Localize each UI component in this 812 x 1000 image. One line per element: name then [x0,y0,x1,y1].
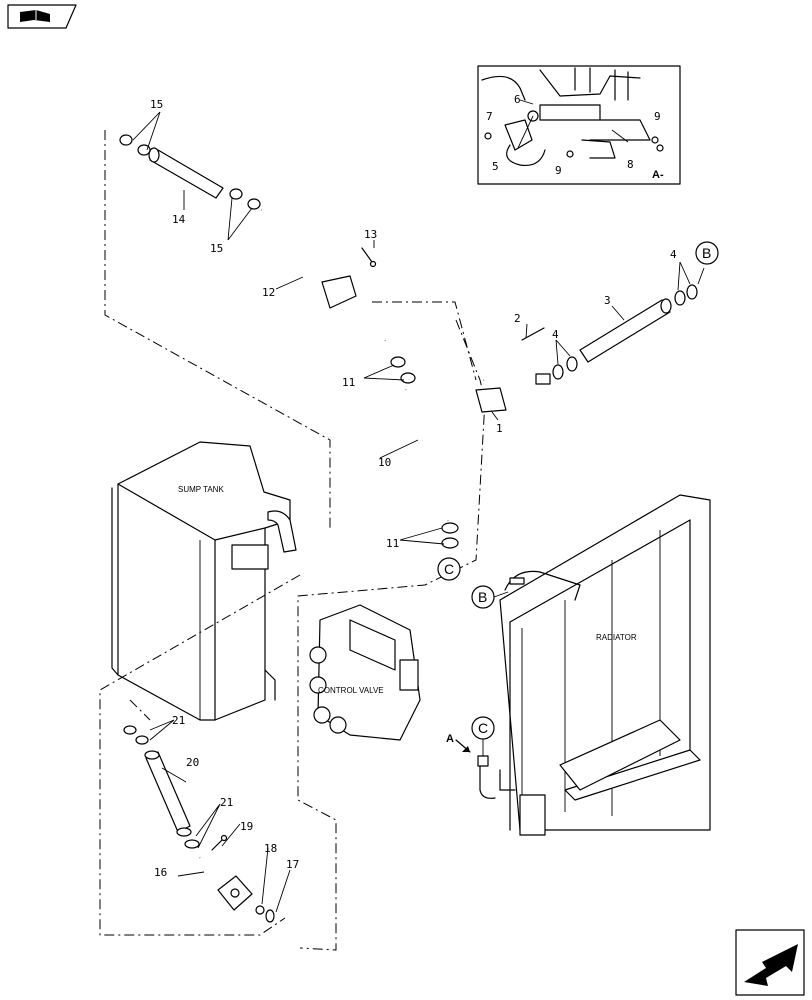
next-arrow-icon[interactable] [735,929,805,996]
part-number-1: 1 [496,422,503,435]
part-number-12: 12 [262,286,275,299]
hose-10[interactable] [402,387,453,521]
part-number-20: 20 [186,756,199,769]
part-number-5: 5 [492,160,499,173]
part-number-11-lower: 11 [386,537,399,550]
sump-tank [111,441,297,721]
part-number-2: 2 [514,312,521,325]
connector-c-hose-label: C [444,561,454,577]
detail-view-a [477,65,681,185]
arrow-a-label: A [446,733,454,745]
sump-tank-label: SUMP TANK [178,485,224,494]
clamps-21-lower[interactable] [176,827,200,849]
book-icon[interactable] [7,4,77,29]
connector-c-hose: C [437,557,461,581]
bolt-19[interactable] [211,834,228,851]
part-number-13: 13 [364,228,377,241]
part-number-6: 6 [514,93,521,106]
part-number-14: 14 [172,213,186,226]
pipe-fitting-16[interactable] [198,857,253,911]
view-a-label: A- [652,169,664,181]
clamps-11-upper[interactable] [390,356,416,384]
connector-c-radiator-label: C [478,720,488,736]
hose-20[interactable] [144,750,191,833]
part-number-15-top: 15 [150,98,163,111]
pipe-12[interactable] [261,207,387,341]
clamps-11-lower[interactable] [441,522,459,549]
part-number-16: 16 [154,866,167,879]
connector-b-radiator-label: B [478,589,487,605]
part-number-7: 7 [486,110,493,123]
part-number-18: 18 [264,842,277,855]
seal-18[interactable] [255,905,265,915]
connector-b-radiator: B [471,585,509,609]
part-number-19: 19 [240,820,253,833]
hose-14[interactable] [148,147,224,199]
bolt-13[interactable] [361,247,377,268]
part-number-15-mid: 15 [210,242,223,255]
part-number-3: 3 [604,294,611,307]
connector-b-top: B [695,241,719,265]
clamps-4-upper[interactable] [674,284,698,306]
part-number-9-inset-right: 9 [654,110,661,123]
control-valve [309,604,421,741]
part-number-21-upper: 21 [172,714,185,727]
part-number-8: 8 [627,158,634,171]
part-number-10: 10 [378,456,391,469]
part-number-17: 17 [286,858,299,871]
connector-c-radiator: C [471,716,495,756]
control-valve-label: CONTROL VALVE [318,686,384,695]
part-number-4-upper: 4 [670,248,677,261]
view-arrow-a: A [446,733,471,753]
part-number-9-inset-left: 9 [555,164,562,177]
connector-b-top-label: B [702,245,711,261]
part-number-21-lower: 21 [220,796,233,809]
o-ring-17[interactable] [265,909,275,923]
clamps-4-lower[interactable] [552,356,578,380]
part-number-4-lower: 4 [552,328,559,341]
radiator-label: RADIATOR [596,633,637,642]
clamps-15-top[interactable] [119,134,261,210]
clamps-21-upper[interactable] [123,725,149,745]
part-number-11-upper: 11 [342,376,355,389]
pipe-fitting-1[interactable] [475,372,551,413]
radiator [477,494,711,836]
bolt-2[interactable] [521,327,545,341]
hose-3[interactable] [579,298,672,363]
